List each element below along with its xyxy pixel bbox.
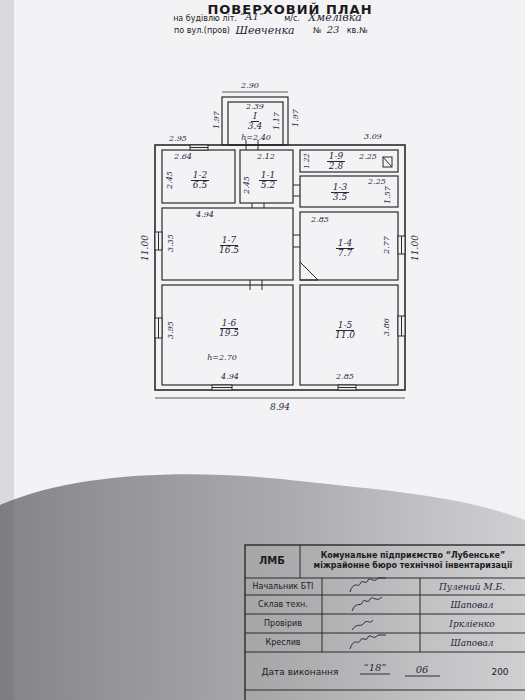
dimension-label: 2.64 (174, 153, 192, 161)
dimension-label: 1.17 (273, 112, 281, 130)
room-number: I (251, 112, 259, 122)
dimension-label: 8.94 (270, 403, 290, 412)
title-block-text: Комунальне підприємство “Лубенське” міжр… (306, 551, 521, 570)
room-number: 1-9 (327, 152, 346, 162)
room-area: 11.0 (333, 331, 357, 340)
room-box: 1-33.5 (330, 183, 351, 202)
title-block-text: 06 (416, 665, 429, 675)
dimension-label: 1.22 (304, 153, 311, 169)
header-field: Шевченка (235, 25, 294, 36)
dimension-label: 3.95 (167, 321, 175, 339)
header-field: м/с. (284, 15, 300, 23)
signatures (350, 578, 440, 676)
header-field: на будівлю літ. (173, 15, 237, 23)
room-area: 2.8 (327, 162, 345, 171)
dimension-label: 1.97 (292, 109, 300, 127)
room-number: 1-5 (336, 321, 355, 331)
room-box: 1-47.7 (335, 239, 356, 258)
room-area: 7.7 (336, 249, 354, 258)
room-area: 19.5 (217, 329, 241, 338)
room-box: 1-619.5 (216, 319, 242, 338)
windows (155, 145, 405, 390)
title-block-text: Пулений М.Б. (439, 583, 505, 592)
dimension-label: 4.94 (196, 211, 214, 219)
title-block-text: Іркліенко (449, 620, 494, 629)
room-area: 3.5 (331, 193, 349, 202)
header-field: по вул.(пров) (174, 27, 230, 35)
room-box: 1-511.0 (332, 321, 358, 340)
title-block (245, 545, 525, 700)
title-block-text: Дата виконання (262, 668, 339, 677)
room-box: 1-15.2 (258, 171, 279, 190)
dimension-label: 3.35 (167, 234, 175, 252)
title-block-text: Креслив (265, 639, 300, 647)
dimension-label: h=2.70 (207, 354, 237, 362)
dimension-label: 3.09 (364, 133, 382, 141)
dimension-label: 2.45 (243, 176, 251, 194)
dimension-label: h=2.40 (241, 134, 271, 142)
dimension-label: 2.85 (311, 216, 329, 224)
room-number: 1-2 (191, 171, 210, 181)
header-field: № (313, 27, 321, 35)
header-field: 23 (327, 25, 340, 35)
title-block-text: “18” (364, 663, 387, 673)
dimension-label: 2.12 (257, 153, 275, 161)
title-block-text: Склав техн. (258, 601, 308, 609)
header-field: Хмелівка (308, 12, 362, 23)
room-area: 5.2 (259, 181, 277, 190)
dimension-label: 4.94 (221, 373, 239, 381)
dimension-label: 3.86 (383, 318, 391, 336)
dimension-label: 2.95 (169, 135, 187, 143)
shadow (0, 474, 525, 700)
dimension-label: 2.90 (241, 82, 259, 90)
room-area: 3.4 (246, 122, 264, 131)
room-box: 1-92.8 (326, 152, 347, 171)
room-number: 1-3 (331, 183, 350, 193)
room-number: 1-4 (336, 239, 355, 249)
dimension-label: 2.25 (359, 153, 377, 161)
room-box: I3.4 (245, 112, 265, 131)
dimension-label: 2.25 (368, 178, 386, 186)
title-block-text: Шаповал (450, 601, 493, 610)
room-area: 16.5 (217, 246, 241, 255)
title-block-text: Провірив (264, 620, 302, 628)
room-number: 1-7 (220, 236, 239, 246)
room-box: 1-26.5 (190, 171, 211, 190)
title-block-text: Шаповал (450, 639, 493, 648)
dimension-label: 2.39 (246, 103, 264, 111)
header-field: кв.№ (347, 27, 367, 35)
room-area: 6.5 (191, 181, 209, 190)
dimension-lines (155, 92, 405, 398)
dimension-label: 11.00 (141, 235, 150, 261)
dimension-label: 1.97 (213, 111, 221, 129)
dimension-label: 2.85 (336, 373, 354, 381)
room-number: 1-6 (220, 319, 239, 329)
doors (246, 140, 392, 290)
title-block-text: ЛМБ (259, 556, 285, 566)
dimension-label: 1.57 (384, 186, 392, 204)
walls (155, 97, 405, 390)
title-block-text: 200 (491, 668, 508, 677)
room-box: 1-716.5 (216, 236, 242, 255)
dimension-label: 11.00 (411, 235, 420, 261)
dimension-label: 2.45 (166, 171, 174, 189)
header-field: “А1” (240, 12, 264, 22)
dimension-label: 2.77 (383, 236, 391, 254)
room-number: 1-1 (259, 171, 278, 181)
title-block-text: Начальник БТІ (253, 583, 314, 591)
